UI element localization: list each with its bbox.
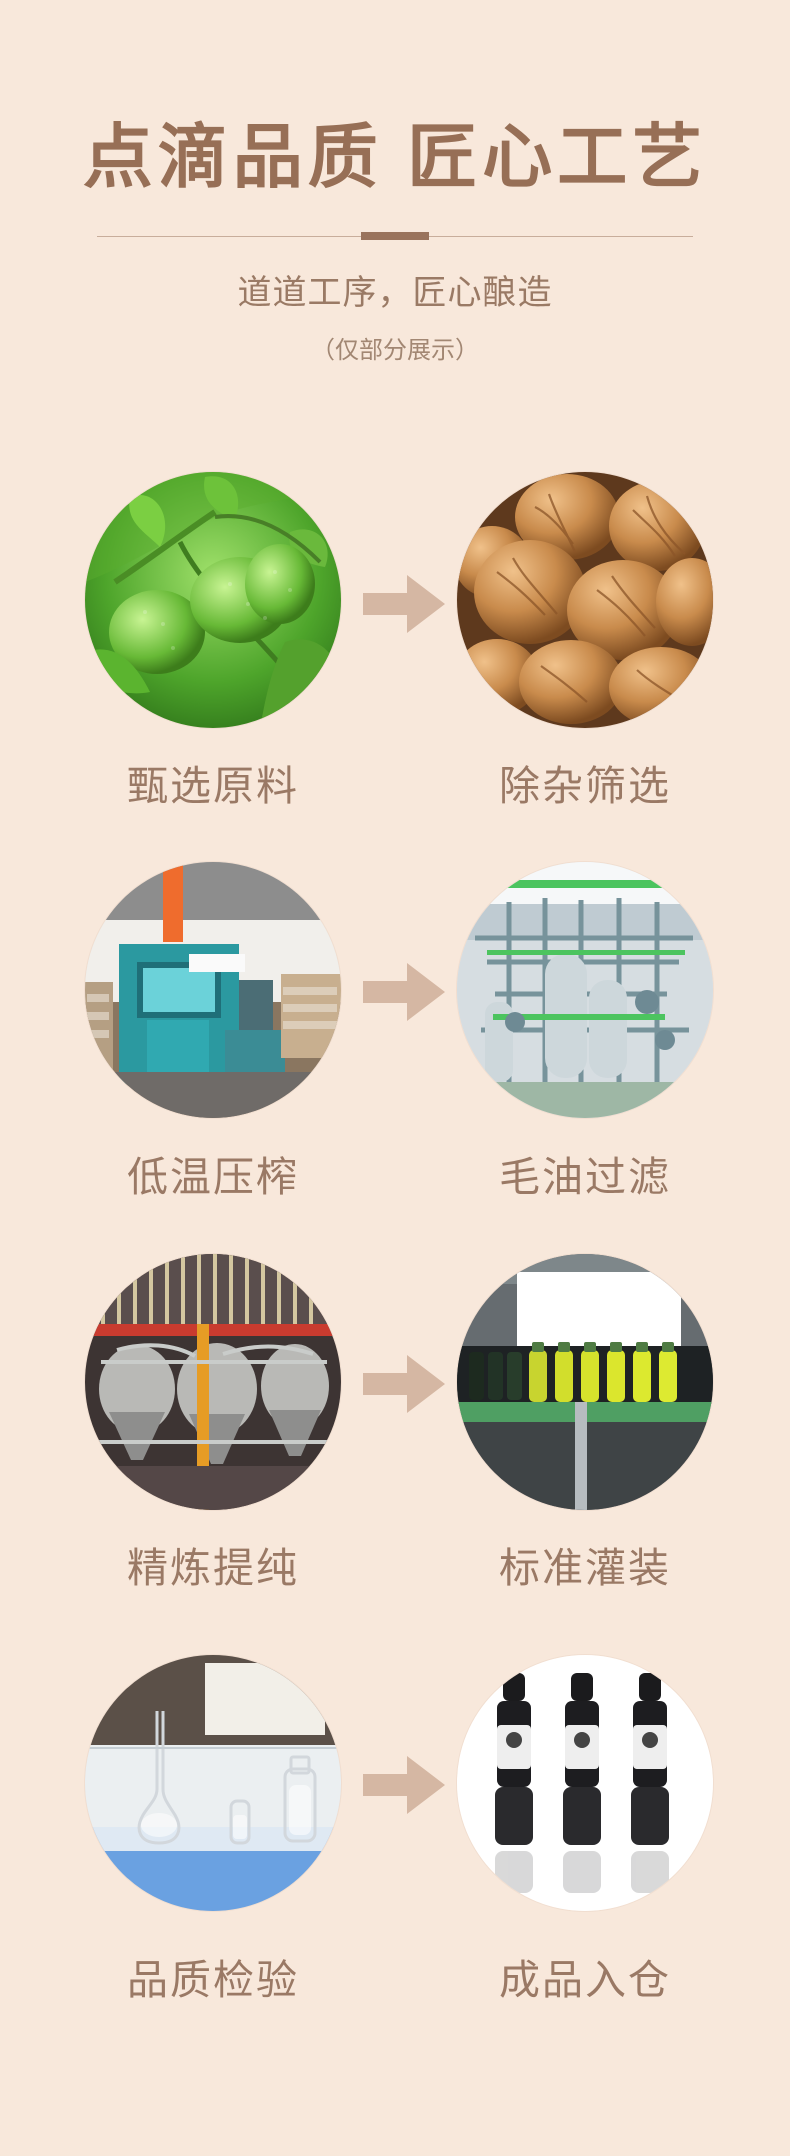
process-arrow-3 (363, 1355, 445, 1413)
laboratory-glassware-image (85, 1655, 341, 1911)
step-image-filter-crude-oil (457, 862, 713, 1118)
arrow-right-icon (363, 963, 445, 1021)
step-label-quality-inspection: 品质检验 (127, 1957, 299, 2003)
arrow-right-icon (363, 1756, 445, 1814)
page-subtitle: 道道工序，匠心酿造 (237, 274, 553, 312)
step-label-finished-product-storage: 成品入仓 (499, 1957, 671, 2003)
process-arrow-2 (363, 963, 445, 1021)
step-image-finished-product-storage (457, 1655, 713, 1911)
step-image-refine-purify (85, 1254, 341, 1510)
walnuts-image (457, 472, 713, 728)
page-title: 点滴品质 匠心工艺 (82, 118, 708, 196)
step-label-filter-crude-oil: 毛油过滤 (499, 1154, 671, 1200)
finished-oil-bottles-image (457, 1655, 713, 1911)
arrow-right-icon (363, 1355, 445, 1413)
bottle-filling-line-image (457, 1254, 713, 1510)
page-header: 点滴品质 匠心工艺 道道工序，匠心酿造 （仅部分展示） (0, 0, 790, 400)
oil-filter-equipment-image (457, 862, 713, 1118)
step-label-remove-impurities: 除杂筛选 (499, 763, 671, 809)
page-note: （仅部分展示） (311, 337, 479, 364)
walnut-leaves-image (85, 472, 341, 728)
step-label-cold-press: 低温压榨 (127, 1154, 299, 1200)
title-accent-bar (361, 232, 429, 240)
press-machine-image (85, 862, 341, 1118)
step-image-select-raw-materials (85, 472, 341, 728)
step-image-quality-inspection (85, 1655, 341, 1911)
process-arrow-1 (363, 575, 445, 633)
step-label-refine-purify: 精炼提纯 (127, 1545, 299, 1591)
step-image-cold-press (85, 862, 341, 1118)
refining-tanks-image (85, 1254, 341, 1510)
step-image-standard-filling (457, 1254, 713, 1510)
step-label-standard-filling: 标准灌装 (499, 1545, 671, 1591)
step-label-select-raw-materials: 甄选原料 (127, 763, 299, 809)
step-image-remove-impurities (457, 472, 713, 728)
process-arrow-4 (363, 1756, 445, 1814)
arrow-right-icon (363, 575, 445, 633)
